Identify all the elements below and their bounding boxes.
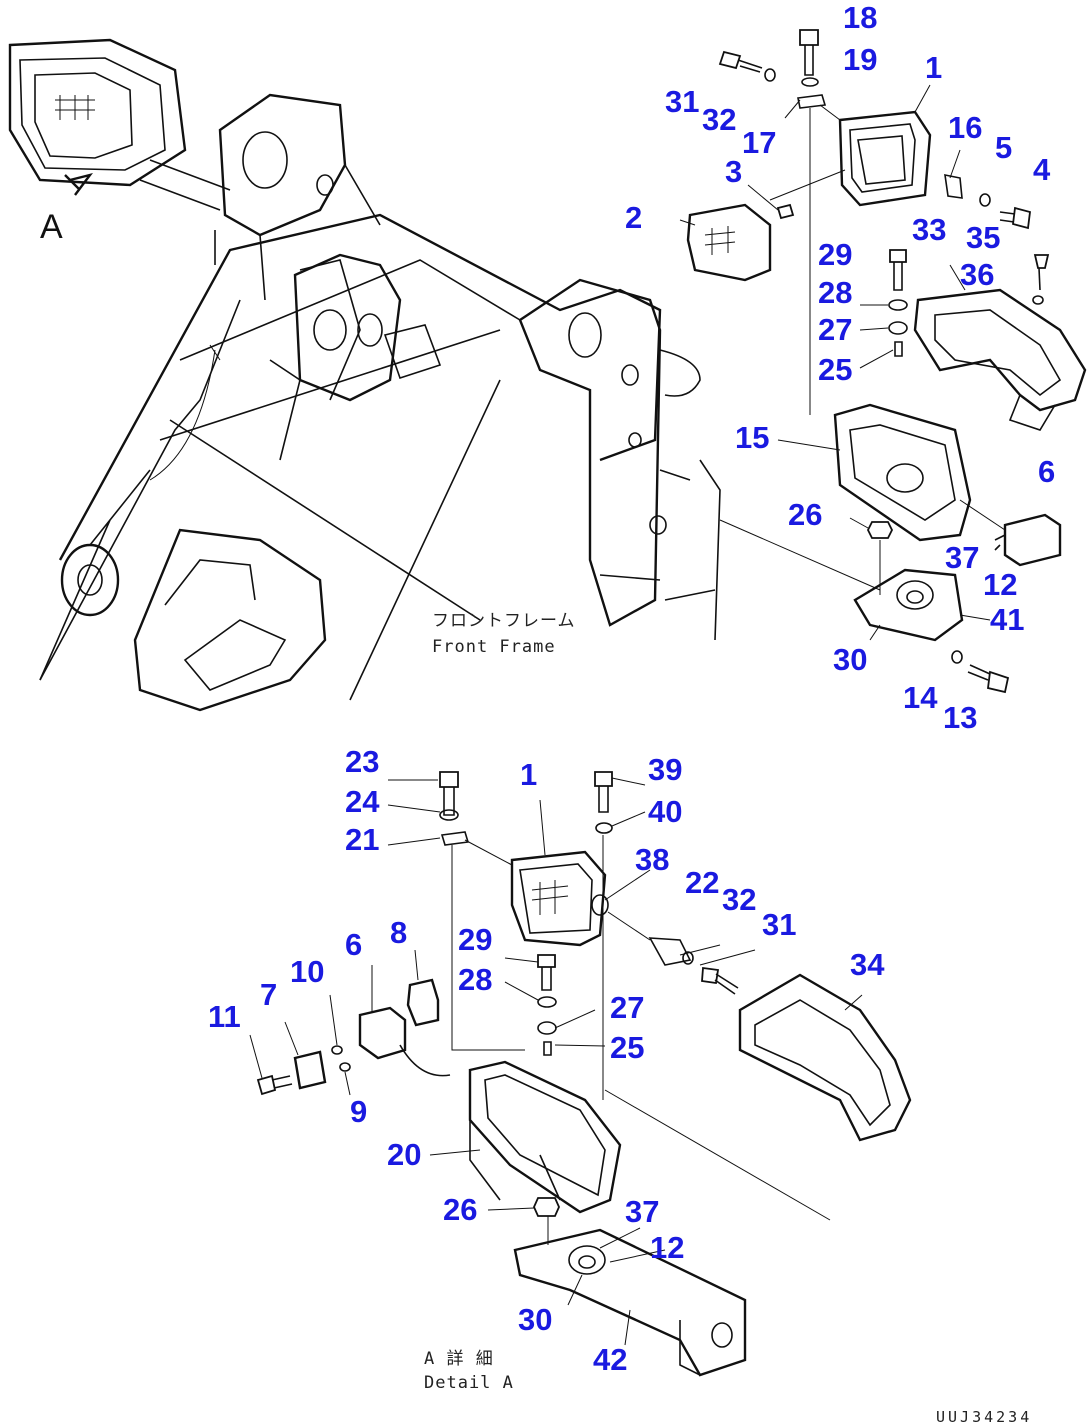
callout-9: 9	[350, 1094, 367, 1129]
callout-4: 4	[1033, 152, 1051, 187]
callout-34: 34	[850, 947, 885, 982]
callout-16: 16	[948, 110, 982, 145]
callout-40: 40	[648, 794, 682, 829]
callout-22: 22	[685, 865, 719, 900]
callout-3: 3	[725, 154, 742, 189]
callout-5: 5	[995, 130, 1012, 165]
callout-36: 36	[960, 257, 994, 292]
callout-26-top: 26	[788, 497, 822, 532]
callout-39: 39	[648, 752, 682, 787]
front-frame-label-jp: フロントフレーム	[432, 611, 576, 631]
callout-29-bottom: 29	[458, 922, 492, 957]
callout-41: 41	[990, 602, 1024, 637]
front-frame-drawing	[8, 38, 721, 712]
callout-28-bottom: 28	[458, 962, 492, 997]
callout-20: 20	[387, 1137, 421, 1172]
callout-11: 11	[208, 999, 241, 1034]
callout-15: 15	[735, 420, 769, 455]
callout-1: 1	[925, 50, 942, 85]
leader-lines	[249, 84, 1006, 1346]
callout-32: 32	[702, 102, 736, 137]
detail-a-drawing	[256, 771, 912, 1377]
callout-35: 35	[966, 220, 1000, 255]
callout-1-bottom: 1	[520, 757, 537, 792]
callout-2: 2	[625, 200, 642, 235]
upper-right-exploded	[686, 29, 1087, 694]
callout-32-bottom: 32	[722, 882, 756, 917]
callout-33: 33	[912, 212, 946, 247]
drawing-code: UUJ34234	[936, 1408, 1032, 1426]
callout-6-bottom: 6	[345, 927, 362, 962]
detail-label-jp: A 詳 細	[424, 1349, 494, 1369]
callout-27: 27	[818, 312, 852, 347]
callout-38: 38	[635, 842, 669, 877]
callout-23: 23	[345, 744, 379, 779]
callout-37-bottom: 37	[625, 1194, 659, 1229]
callout-31-bottom: 31	[762, 907, 796, 942]
callout-12-bottom: 12	[650, 1230, 684, 1265]
callout-19: 19	[843, 42, 877, 77]
callout-21: 21	[345, 822, 379, 857]
callout-42: 42	[593, 1342, 627, 1377]
callout-25-bottom: 25	[610, 1030, 644, 1065]
callout-24: 24	[345, 784, 380, 819]
callout-7: 7	[260, 977, 277, 1012]
callout-30-top: 30	[833, 642, 867, 677]
callout-29: 29	[818, 237, 852, 272]
callout-12-top: 12	[983, 567, 1017, 602]
callout-31: 31	[665, 84, 699, 119]
callout-6-top: 6	[1038, 454, 1055, 489]
callout-37-top: 37	[945, 540, 979, 575]
view-marker-a: A	[40, 208, 63, 246]
callout-17: 17	[742, 125, 776, 160]
bottom-callouts: 23 1 39 24 40 21 38 22 32 31 29 28 8 6 1…	[208, 744, 885, 1377]
callout-14: 14	[903, 680, 938, 715]
top-callouts: 18 19 1 31 32 17 16 5 4 3 2 33 35 29 36 …	[625, 0, 1055, 735]
callout-13: 13	[943, 700, 977, 735]
callout-18: 18	[843, 0, 877, 35]
callout-25: 25	[818, 352, 852, 387]
callout-27-bottom: 27	[610, 990, 644, 1025]
callout-26-bottom: 26	[443, 1192, 477, 1227]
callout-28: 28	[818, 275, 852, 310]
callout-30-bottom: 30	[518, 1302, 552, 1337]
detail-label-en: Detail A	[424, 1373, 514, 1393]
callout-8: 8	[390, 915, 407, 950]
front-frame-label-en: Front Frame	[432, 637, 556, 657]
callout-10: 10	[290, 954, 324, 989]
